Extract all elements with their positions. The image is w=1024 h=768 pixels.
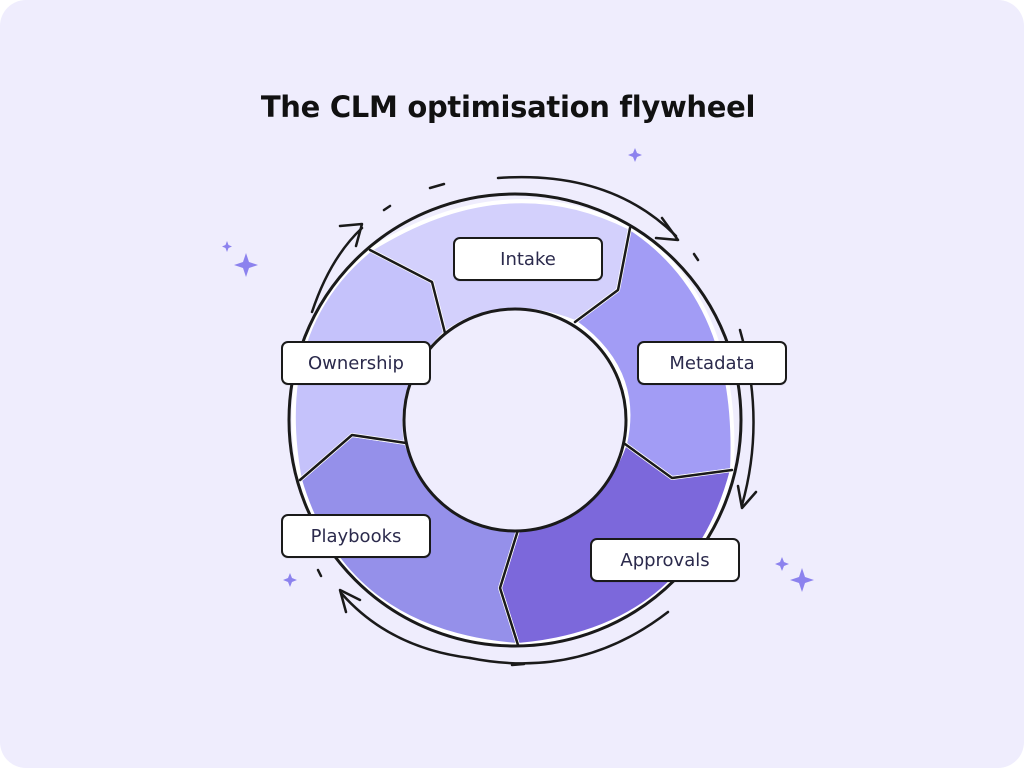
stage-label-ownership: Ownership: [281, 341, 431, 385]
arrow-icon: [338, 222, 364, 248]
arrow-icon: [468, 610, 670, 665]
arrow-icon: [496, 175, 678, 238]
sparkle-icon: [790, 568, 814, 592]
sparkle-icon: [222, 241, 232, 252]
arrow-icon: [340, 592, 472, 660]
sparkle-icon: [234, 253, 258, 277]
sparkles: [222, 148, 814, 592]
sparkle-icon: [775, 557, 789, 571]
stage-label-playbooks: Playbooks: [281, 514, 431, 558]
stage-label-metadata: Metadata: [637, 341, 787, 385]
stage-label-intake: Intake: [453, 237, 603, 281]
sparkle-icon: [628, 148, 642, 162]
sparkle-icon: [283, 573, 297, 587]
stage-label-approvals: Approvals: [590, 538, 740, 582]
page-title: The CLM optimisation flywheel: [260, 90, 756, 124]
arrow-icon: [338, 588, 362, 614]
arrow-icon: [736, 484, 758, 510]
arrow-icon: [310, 226, 364, 314]
arrow-icon: [654, 216, 680, 242]
